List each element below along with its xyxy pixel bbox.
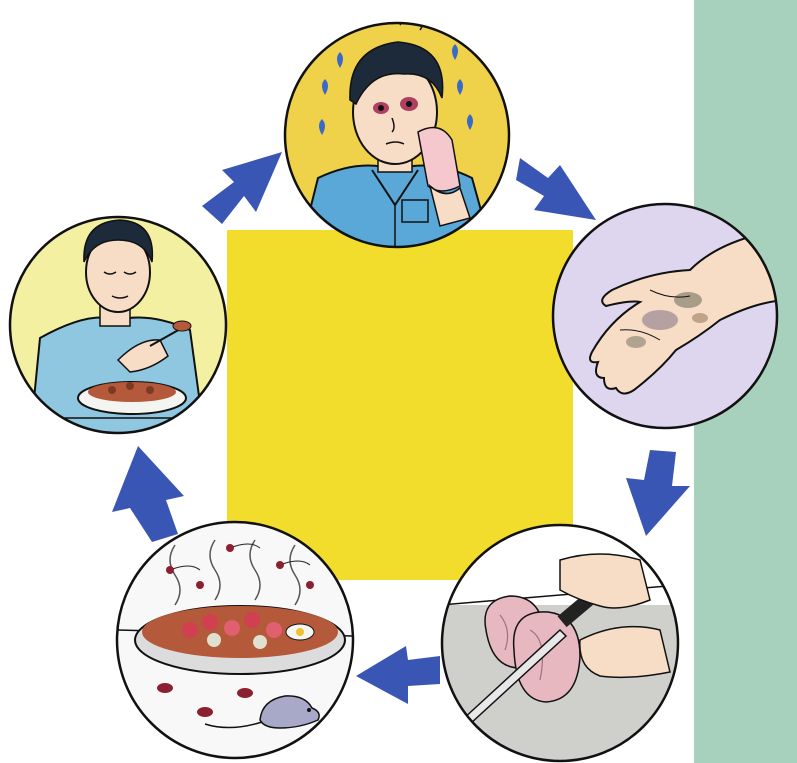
cutting-meat-icon [440,525,680,761]
sick-person-icon [285,5,509,250]
arrow-icon [356,646,440,704]
eating-person-icon [10,217,226,440]
arrow-icon [516,158,596,220]
arrow-icon [626,450,690,536]
center-square [227,230,573,580]
contaminated-food-icon [117,522,353,758]
arrow-icon [202,152,282,224]
arrow-icon [112,446,184,542]
